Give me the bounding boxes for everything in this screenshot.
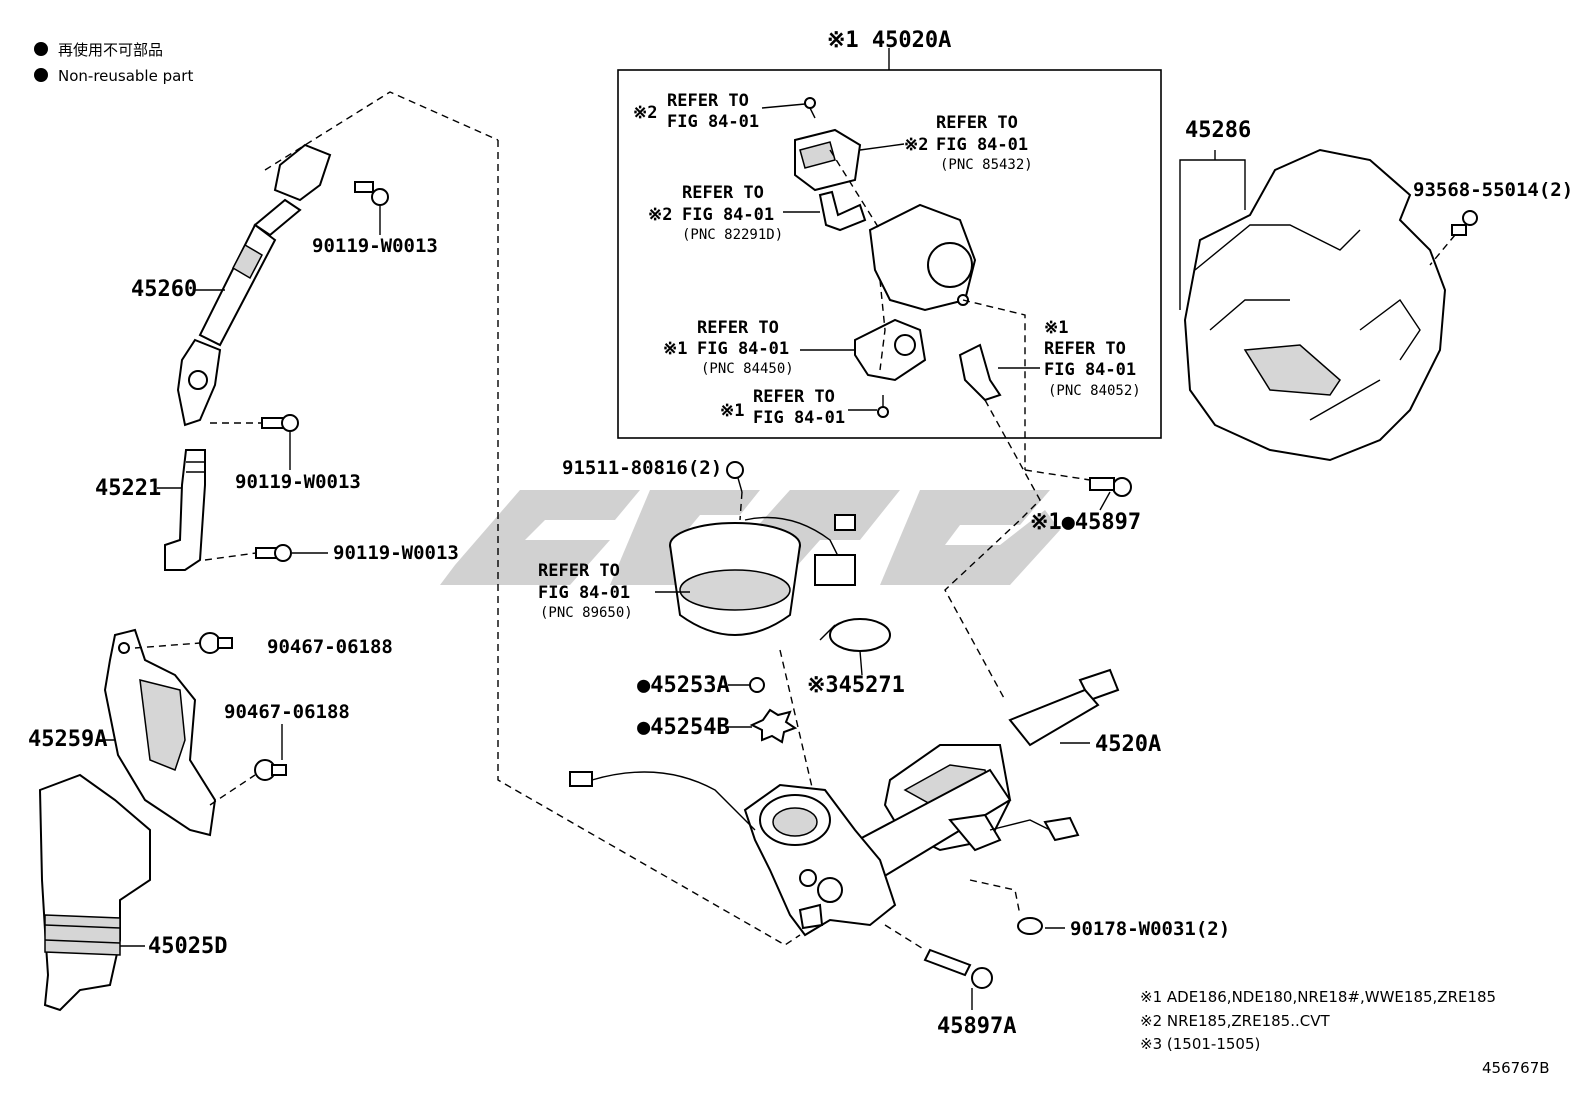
refer-box-3: REFER TO ※2 FIG 84-01 (PNC 82291D) — [648, 183, 783, 243]
label-45271: ※345271 — [807, 673, 905, 698]
bullet-icon — [34, 68, 48, 82]
refer-box-2: REFER TO ※2 FIG 84-01 (PNC 85432) — [904, 113, 1033, 173]
gear-45254B — [725, 708, 798, 744]
steering-boot-45025D — [38, 773, 151, 1012]
label-45897A: 45897A — [937, 1014, 1016, 1039]
label-90178: 90178-W0031(2) — [1070, 918, 1230, 940]
bolt-90119-lower — [255, 544, 292, 562]
svg-text:※2: ※2 — [648, 205, 672, 225]
svg-text:FIG 84-01: FIG 84-01 — [682, 205, 774, 225]
label-90467-a: 90467-06188 — [267, 636, 393, 658]
label-45260: 45260 — [131, 277, 197, 302]
clip-90467-lower — [254, 759, 287, 781]
bolt-91511 — [726, 461, 744, 493]
label-90467-b: 90467-06188 — [224, 701, 350, 723]
legend: 再使用不可部品 Non-reusable part — [34, 41, 193, 85]
svg-text:REFER TO: REFER TO — [682, 183, 764, 203]
legend-jp: 再使用不可部品 — [58, 41, 163, 59]
lock-assembly-parts — [794, 97, 1002, 418]
svg-text:※1: ※1 — [1044, 318, 1068, 338]
watermark-logo — [440, 490, 1060, 585]
label-45221: 45221 — [95, 476, 161, 501]
svg-text:FIG 84-01: FIG 84-01 — [936, 135, 1028, 155]
screw-93568 — [1451, 210, 1478, 236]
footnotes: ※1 ADE186,NDE180,NRE18#,WWE185,ZRE185 ※2… — [1140, 988, 1496, 1053]
label-90119-a: 90119-W0013 — [312, 235, 438, 257]
sliding-yoke-45221 — [164, 449, 206, 571]
svg-text:REFER TO: REFER TO — [697, 318, 779, 338]
column-cover-45286 — [1183, 148, 1447, 462]
bolt-45897 — [1089, 477, 1132, 497]
label-91511: 91511-80816(2) — [562, 457, 722, 479]
label-90119-b: 90119-W0013 — [235, 471, 361, 493]
svg-text:(PNC 85432): (PNC 85432) — [940, 157, 1033, 173]
bolt-45897A — [923, 948, 993, 989]
svg-text:REFER TO: REFER TO — [753, 387, 835, 407]
svg-text:FIG 84-01: FIG 84-01 — [753, 408, 845, 428]
label-93568: 93568-55014(2) — [1413, 179, 1573, 201]
svg-text:REFER TO: REFER TO — [1044, 339, 1126, 359]
legend-en: Non-reusable part — [58, 67, 193, 85]
footnote-1: ※1 ADE186,NDE180,NRE18#,WWE185,ZRE185 — [1140, 988, 1496, 1006]
svg-text:REFER TO: REFER TO — [667, 91, 749, 111]
refer-box-6: ※1 REFER TO FIG 84-01 (PNC 84052) — [1044, 318, 1141, 399]
gear-45253A — [728, 677, 765, 693]
assembly-header-label: ※1 45020A — [827, 28, 951, 53]
refer-box-7: REFER TO FIG 84-01 (PNC 89650) — [538, 561, 633, 621]
ring-45271 — [819, 618, 891, 652]
refer-box-5: REFER TO ※1 FIG 84-01 — [720, 387, 845, 428]
svg-text:FIG 84-01: FIG 84-01 — [667, 112, 759, 132]
svg-text:(PNC 84052): (PNC 84052) — [1048, 383, 1141, 399]
steering-column-4520A — [743, 668, 1120, 937]
bolt-90119-middle — [261, 414, 299, 432]
svg-text:※2: ※2 — [633, 103, 657, 123]
nut-90178 — [1017, 917, 1043, 935]
label-45259A: 45259A — [28, 727, 107, 752]
column-hole-cover-45259A — [103, 628, 217, 837]
label-45897: ※1●45897 — [1030, 510, 1141, 535]
clip-90467-upper — [199, 632, 233, 654]
svg-text:FIG 84-01: FIG 84-01 — [538, 583, 630, 603]
spiral-cable-89650 — [669, 514, 856, 636]
refer-box-1: ※2 REFER TO FIG 84-01 — [633, 91, 759, 132]
label-45025D: 45025D — [148, 934, 227, 959]
footnote-3: ※3 (1501-1505) — [1140, 1035, 1260, 1053]
svg-text:(PNC 84450): (PNC 84450) — [701, 361, 794, 377]
svg-text:(PNC 82291D): (PNC 82291D) — [682, 227, 783, 243]
refer-box-4: REFER TO ※1 FIG 84-01 (PNC 84450) — [663, 318, 794, 377]
footnote-2: ※2 NRE185,ZRE185..CVT — [1140, 1012, 1330, 1030]
label-45253A: ●45253A — [637, 673, 730, 698]
svg-text:REFER TO: REFER TO — [538, 561, 620, 581]
label-45254B: ●45254B — [637, 715, 730, 740]
svg-text:FIG 84-01: FIG 84-01 — [697, 339, 789, 359]
svg-text:※1: ※1 — [720, 401, 744, 421]
torque-sensor-wire — [569, 771, 756, 831]
label-90119-c: 90119-W0013 — [333, 542, 459, 564]
bolt-90119-upper — [354, 181, 389, 206]
svg-text:(PNC 89650): (PNC 89650) — [540, 605, 633, 621]
intermediate-shaft-45260 — [176, 143, 332, 427]
bullet-icon — [34, 42, 48, 56]
figure-id: 456767B — [1482, 1059, 1550, 1077]
label-4520A: 4520A — [1095, 732, 1161, 757]
svg-text:※2: ※2 — [904, 135, 928, 155]
svg-text:※1: ※1 — [663, 339, 687, 359]
dashed-outline — [264, 91, 499, 171]
svg-text:FIG 84-01: FIG 84-01 — [1044, 360, 1136, 380]
label-45286: 45286 — [1185, 118, 1251, 143]
svg-text:REFER TO: REFER TO — [936, 113, 1018, 133]
